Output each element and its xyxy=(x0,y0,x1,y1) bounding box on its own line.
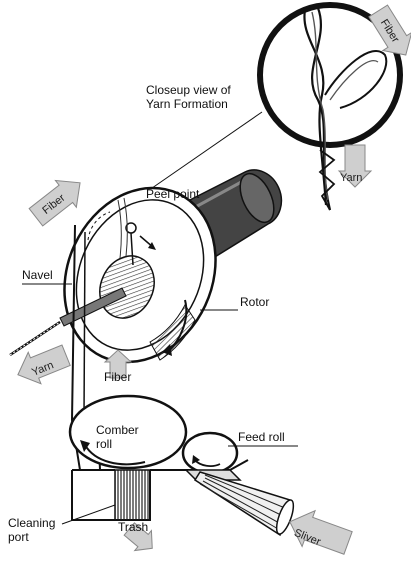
sliver-bundle xyxy=(195,472,297,536)
feed-roll-label: Feed roll xyxy=(238,430,285,444)
cleaning-port-grill xyxy=(115,470,150,520)
cleaning-port-label-line1: Cleaning xyxy=(8,516,55,530)
peel-point-label: Peel point xyxy=(146,187,200,201)
closeup-label-line1: Closeup view of xyxy=(146,83,231,97)
comber-roll-label-line2: roll xyxy=(96,437,112,451)
trash-label: Trash xyxy=(118,520,148,534)
rotor-label: Rotor xyxy=(240,295,269,309)
fiber-arrow-left: Fiber xyxy=(25,169,90,230)
navel-label: Navel xyxy=(22,268,53,282)
comber-roll-label-line1: Comber xyxy=(96,423,139,437)
closeup-label-line2: Yarn Formation xyxy=(146,97,228,111)
yarn-arrow-closeup-label: Yarn xyxy=(340,172,362,184)
fiber-mid-label: Fiber xyxy=(104,370,131,384)
cleaning-port-label-line2: port xyxy=(8,530,29,544)
closeup-view xyxy=(260,5,400,210)
